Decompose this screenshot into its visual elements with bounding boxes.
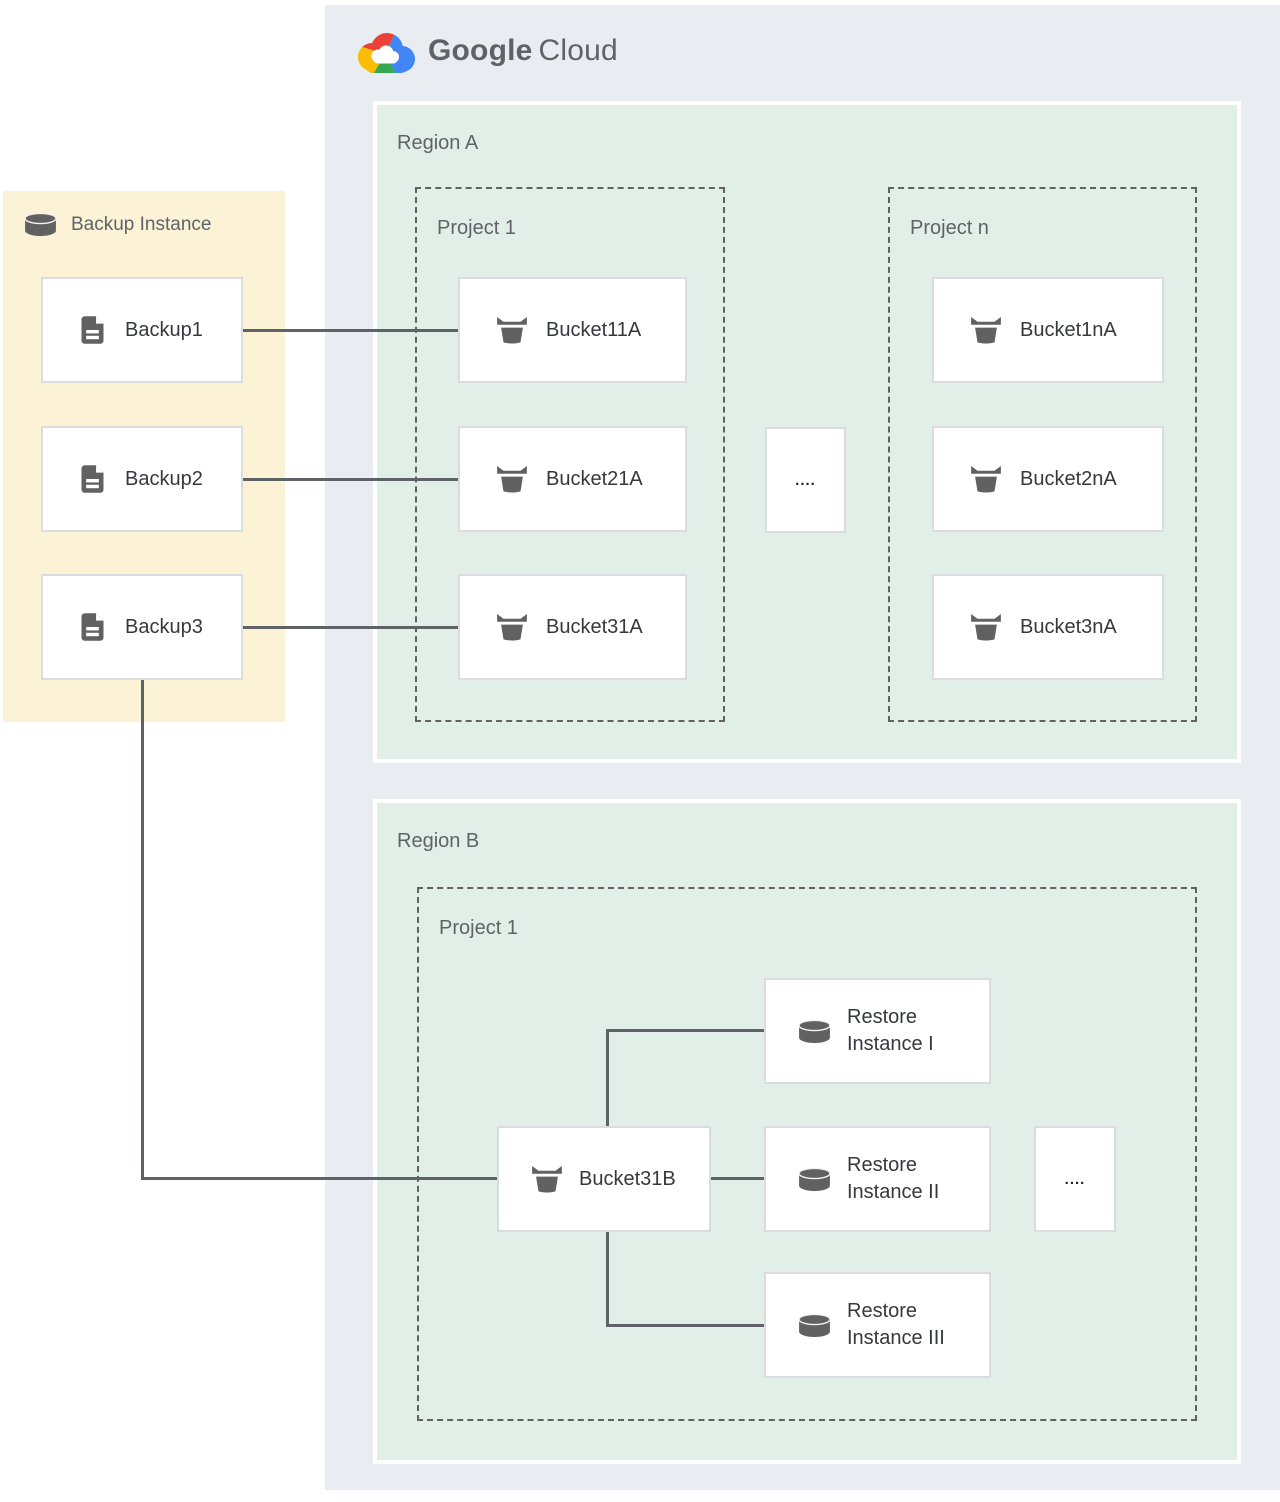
bucket1na-node: Bucket1nA — [932, 277, 1164, 383]
backup3-label: Backup3 — [125, 615, 203, 638]
connector-backup2-bucket21a — [243, 478, 458, 481]
connector-bucket31b-up-vertical — [606, 1031, 609, 1126]
backup3-node: Backup3 — [41, 574, 243, 680]
connector-backup1-bucket11a — [243, 329, 458, 332]
region-a-ellipsis-box: .... — [765, 427, 846, 533]
database-icon — [798, 1167, 831, 1191]
bucket-icon — [971, 465, 1001, 493]
ellipsis-text: .... — [795, 471, 816, 489]
backup1-label: Backup1 — [125, 318, 203, 341]
region-a-project-n-label: Project n — [910, 217, 989, 239]
database-icon — [798, 1019, 831, 1043]
bucket-icon — [497, 613, 527, 641]
region-b-project-1-box — [417, 887, 1197, 1421]
bucket21a-node: Bucket21A — [458, 426, 687, 532]
bucket31a-label: Bucket31A — [546, 615, 643, 638]
backup2-label: Backup2 — [125, 467, 203, 490]
region-b-project-1-label: Project 1 — [439, 917, 518, 939]
bucket11a-node: Bucket11A — [458, 277, 687, 383]
bucket2na-node: Bucket2nA — [932, 426, 1164, 532]
bucket3na-node: Bucket3nA — [932, 574, 1164, 680]
backup1-node: Backup1 — [41, 277, 243, 383]
database-icon — [24, 212, 57, 237]
region-a-project-n-box — [888, 187, 1197, 722]
bucket1na-label: Bucket1nA — [1020, 318, 1117, 341]
document-icon — [81, 316, 104, 344]
connector-bucket31b-restore1 — [606, 1029, 764, 1032]
bucket3na-label: Bucket3nA — [1020, 615, 1117, 638]
region-a-project-1-label: Project 1 — [437, 217, 516, 239]
inner-cloud-cutout — [371, 45, 399, 64]
restore-instance-3-node: Restore Instance III — [764, 1272, 991, 1378]
bucket31a-node: Bucket31A — [458, 574, 687, 680]
restore-instance-1-node: Restore Instance I — [764, 978, 991, 1084]
connector-bucket31b-down-vertical — [606, 1232, 609, 1327]
bucket-icon — [497, 465, 527, 493]
connector-bucket31b-restore2 — [711, 1177, 764, 1180]
logo-word-google: Google — [428, 34, 533, 67]
bucket31b-label: Bucket31B — [579, 1167, 676, 1190]
connector-backup3-bucket31b — [141, 1177, 497, 1180]
logo-word-cloud: Cloud — [538, 34, 618, 67]
database-icon — [798, 1313, 831, 1337]
restore-instance-2-node: Restore Instance II — [764, 1126, 991, 1232]
document-icon — [81, 613, 104, 641]
bucket31b-node: Bucket31B — [497, 1126, 711, 1232]
backup-instance-header: Backup Instance — [22, 212, 211, 237]
bucket-icon — [532, 1165, 562, 1193]
restore-instance-2-label: Restore Instance II — [847, 1154, 940, 1203]
restore-instance-3-label: Restore Instance III — [847, 1300, 945, 1349]
region-a-project-1-box — [415, 187, 725, 722]
bucket2na-label: Bucket2nA — [1020, 467, 1117, 490]
connector-bucket31b-restore3 — [606, 1324, 764, 1327]
backup2-node: Backup2 — [41, 426, 243, 532]
restore-instance-1-label: Restore Instance I — [847, 1006, 934, 1055]
bucket-icon — [497, 316, 527, 344]
region-b-label: Region B — [397, 830, 480, 852]
region-b-ellipsis-box: .... — [1034, 1126, 1116, 1232]
backup-instance-title: Backup Instance — [71, 213, 212, 235]
bucket11a-label: Bucket11A — [546, 318, 642, 341]
connector-backup3-bucket31a — [243, 626, 458, 629]
bucket-icon — [971, 613, 1001, 641]
document-icon — [81, 465, 104, 493]
connector-backup3-down-vertical — [141, 680, 144, 1179]
bucket-icon — [971, 316, 1001, 344]
google-cloud-icon — [358, 33, 415, 73]
bucket21a-label: Bucket21A — [546, 467, 643, 490]
ellipsis-text: .... — [1064, 1170, 1086, 1188]
region-a-label: Region A — [397, 132, 479, 154]
